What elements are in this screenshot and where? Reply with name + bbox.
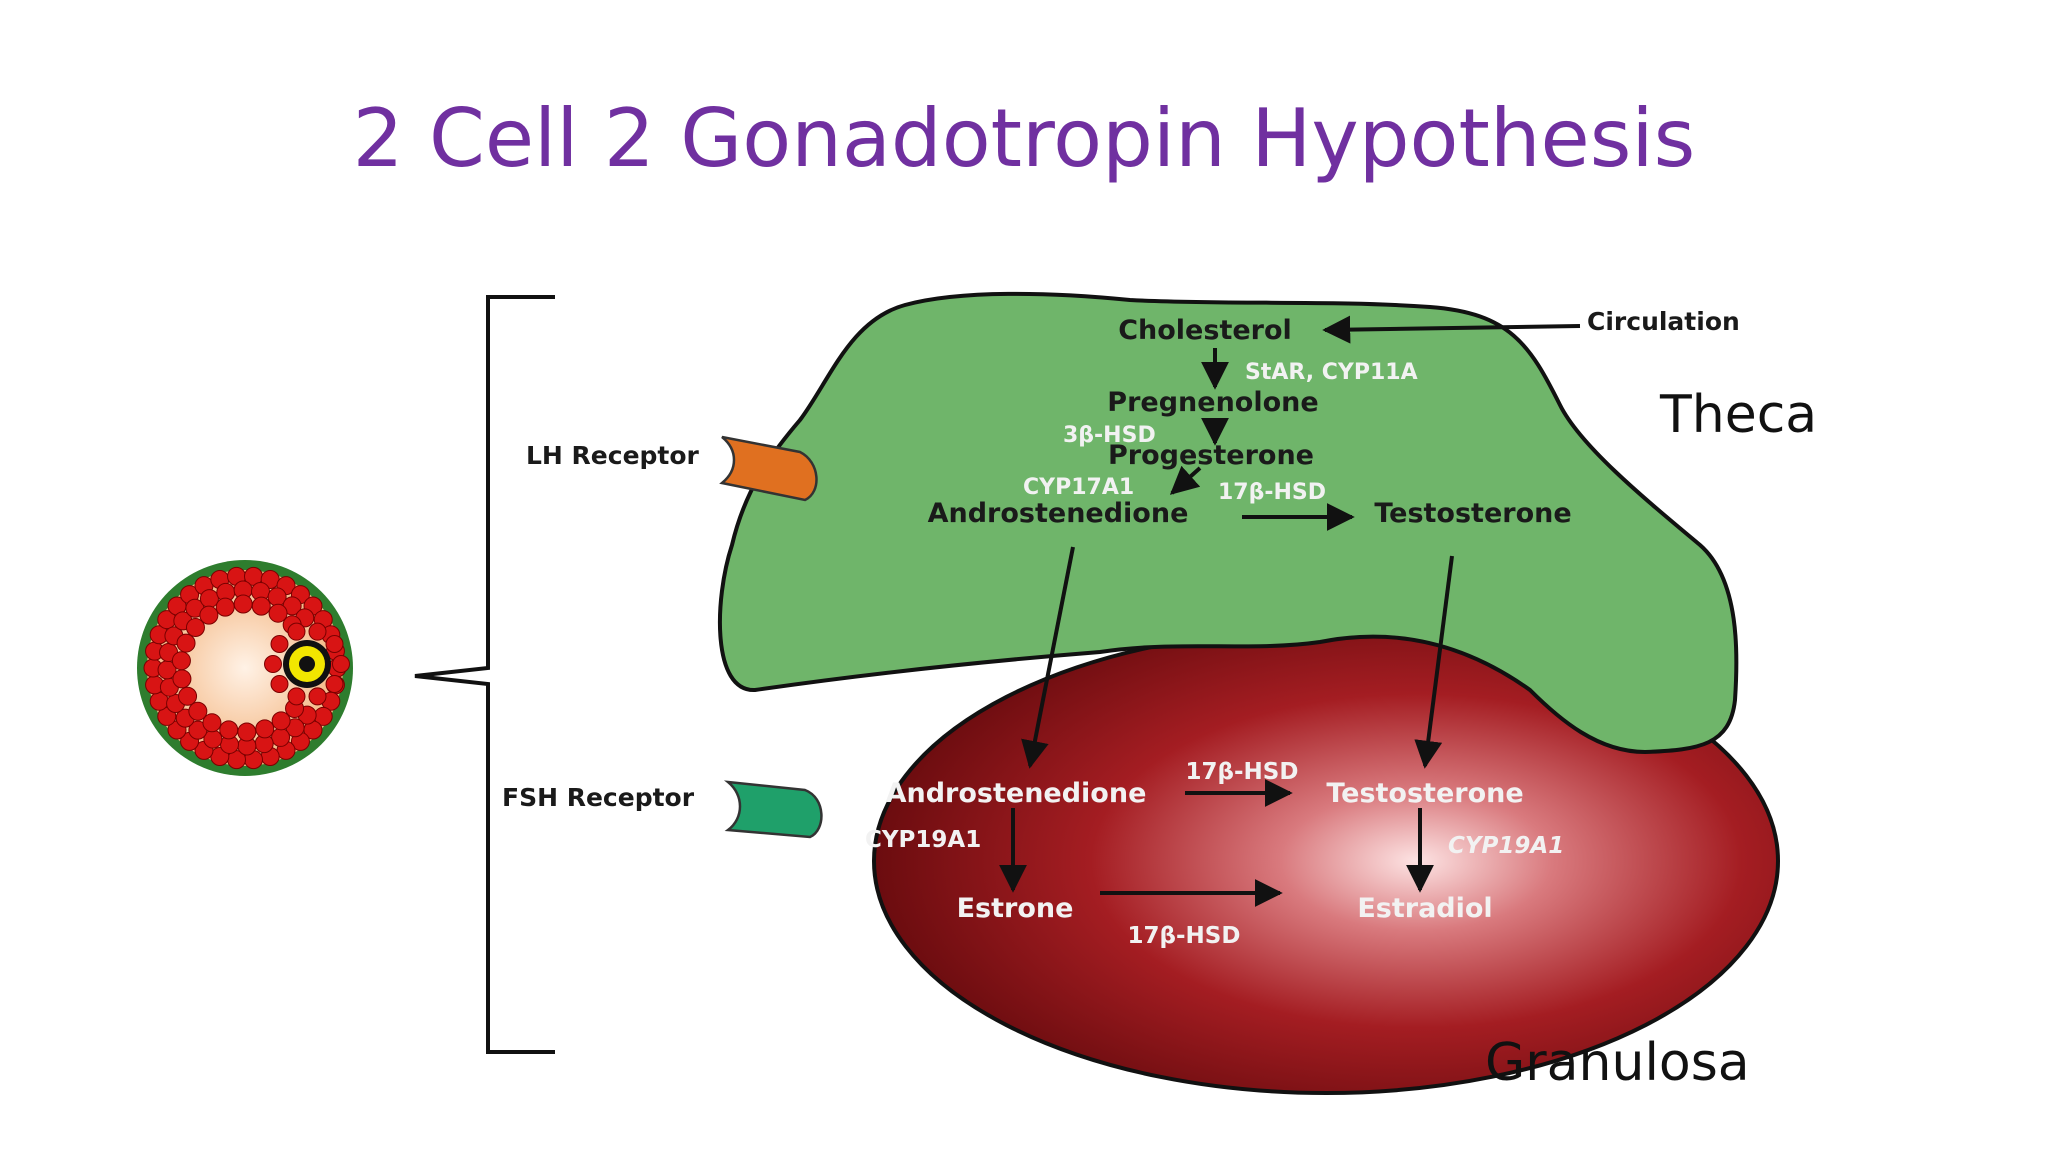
theca-cell — [717, 291, 1739, 755]
follicle-cell-dot — [325, 674, 344, 693]
follicle-cell-dot — [308, 687, 327, 706]
follicle-granulosa-dots — [143, 566, 350, 770]
label-theca: Theca — [1659, 385, 1817, 445]
follicle-cell-dot — [255, 719, 275, 739]
arrow-progesterone-to-androstenedione — [1169, 465, 1202, 495]
follicle-cell-dot — [264, 655, 282, 673]
arrow-theca-testosterone-to-granulosa — [1414, 555, 1454, 769]
label-androstenedione-theca: Androstenedione — [928, 498, 1189, 529]
lh-receptor — [719, 435, 818, 502]
theca-arrows — [1021, 315, 1581, 769]
label-androstenedione-granulosa: Androstenedione — [886, 778, 1147, 809]
follicle-cell-dot — [202, 713, 222, 733]
slide-title: 2 Cell 2 Gonadotropin Hypothesis — [352, 92, 1696, 185]
label-3b-hsd: 3β-HSD — [1063, 423, 1156, 448]
follicle-cell-dot — [287, 622, 306, 641]
label-testosterone-granulosa: Testosterone — [1326, 778, 1523, 809]
bracket — [414, 295, 555, 1054]
follicle-cell-dot — [271, 711, 291, 731]
label-cyp17a1: CYP17A1 — [1023, 475, 1134, 500]
follicle-cell-dot — [270, 674, 289, 693]
label-pregnenolone: Pregnenolone — [1107, 387, 1318, 418]
follicle-cell-dot — [233, 594, 253, 614]
follicle-cell-dot — [188, 701, 208, 721]
label-17b-hsd-theca: 17β-HSD — [1218, 480, 1326, 505]
arrow-circulation-to-cholesterol — [1322, 315, 1581, 344]
label-fsh-receptor: FSH Receptor — [502, 783, 695, 812]
follicle-cell-dot — [199, 589, 219, 609]
follicle-cell-dot — [271, 727, 291, 747]
label-lh-receptor: LH Receptor — [526, 441, 700, 470]
follicle-illustration — [137, 560, 353, 776]
follicle-cell-dot — [268, 603, 288, 623]
follicle-cell-dot — [219, 720, 239, 740]
follicle-cell-dot — [185, 617, 205, 637]
label-star-cyp11a: StAR, CYP11A — [1245, 360, 1418, 385]
follicle-cell-dot — [176, 633, 196, 653]
follicle-cell-dot — [251, 596, 271, 616]
fsh-receptor — [723, 780, 823, 839]
label-cyp19a1-right: CYP19A1 — [1448, 833, 1564, 859]
label-cyp19a1-left: CYP19A1 — [865, 827, 981, 853]
label-17b-hsd-bottom: 17β-HSD — [1128, 923, 1241, 949]
arrow-theca-androstenedione-to-granulosa — [1021, 546, 1075, 769]
follicle-cell-dot — [332, 655, 350, 673]
label-granulosa: Granulosa — [1485, 1033, 1750, 1093]
label-estrone: Estrone — [957, 893, 1074, 924]
follicle-cell-dot — [199, 605, 219, 625]
follicle-cell-dot — [215, 597, 235, 617]
label-cholesterol: Cholesterol — [1118, 315, 1292, 346]
follicle-cell-dot — [178, 686, 198, 706]
label-17b-hsd-top: 17β-HSD — [1186, 759, 1299, 785]
follicle-cell-dot — [325, 635, 344, 654]
follicle-cell-dot — [308, 622, 327, 641]
label-progesterone: Progesterone — [1108, 440, 1314, 471]
follicle-cell-dot — [237, 722, 257, 742]
granulosa-arrows — [999, 779, 1434, 907]
follicle-cell-dot — [171, 651, 191, 671]
label-estradiol: Estradiol — [1357, 893, 1492, 924]
follicle-cell-dot — [270, 635, 289, 654]
follicle-cell-dot — [287, 687, 306, 706]
label-circulation: Circulation — [1587, 307, 1740, 336]
label-testosterone-theca: Testosterone — [1374, 498, 1571, 529]
follicle-cell-dot — [172, 669, 192, 689]
